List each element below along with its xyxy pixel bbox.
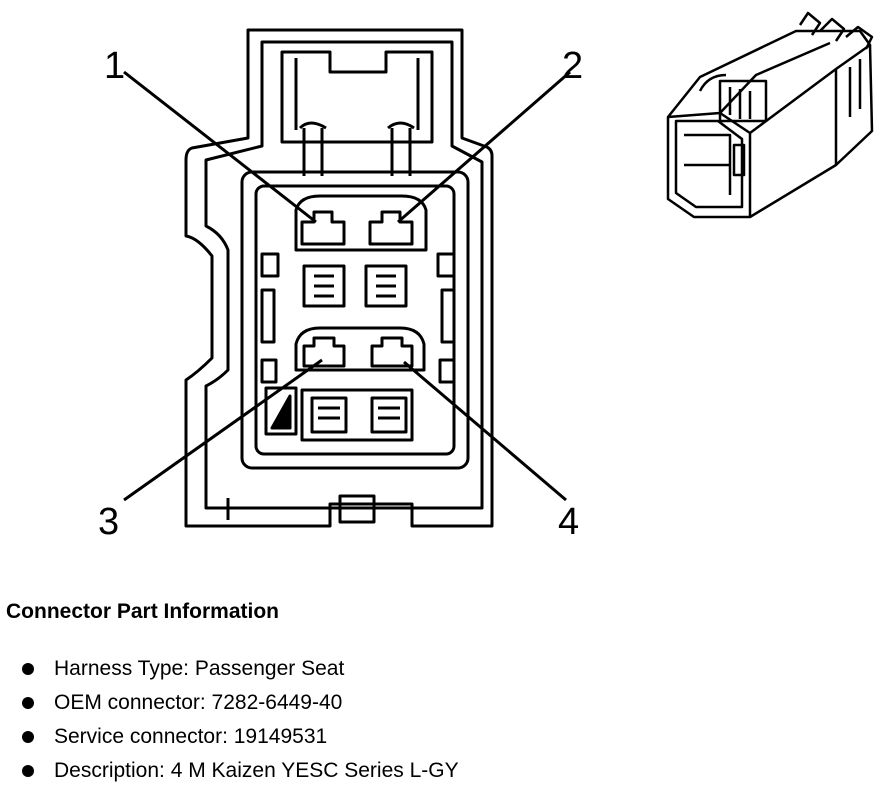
list-item: Description: 4 M Kaizen YESC Series L-GY [22, 754, 459, 788]
leader-line-2 [397, 70, 571, 224]
housing-inner [204, 40, 484, 510]
list-item: OEM connector: 7282-6449-40 [22, 686, 459, 720]
bullet-icon [22, 663, 34, 675]
info-title: Connector Part Information [6, 600, 280, 623]
info-list: Harness Type: Passenger Seat OEM connect… [22, 652, 459, 788]
upper-terminal-right [364, 264, 408, 308]
list-item-text: OEM connector: 7282-6449-40 [54, 691, 343, 714]
pin-label-2: 2 [562, 45, 583, 87]
latch-top [280, 50, 434, 144]
cavity-frame [240, 170, 470, 470]
list-item-text: Description: 4 M Kaizen YESC Series L-GY [54, 759, 459, 782]
bullet-icon [22, 765, 34, 777]
pin-3-cavity [302, 336, 346, 368]
leader-line-1 [123, 70, 317, 224]
list-item-text: Service connector: 19149531 [54, 725, 328, 748]
bullet-icon [22, 731, 34, 743]
upper-terminal-row [294, 194, 428, 252]
pin-label-3: 3 [98, 501, 119, 543]
bullet-icon [22, 697, 34, 709]
leader-line-3 [123, 358, 323, 502]
upper-terminal-left [302, 264, 346, 308]
side-slot [260, 252, 280, 278]
pin-label-4: 4 [558, 501, 579, 543]
lower-terminal-block [300, 388, 414, 442]
pin-4-cavity [370, 336, 414, 368]
connector-face-diagram: 1 2 3 4 [98, 28, 583, 543]
lower-terminal-row [294, 326, 426, 372]
latch-tabs [298, 121, 415, 176]
leader-line-4 [403, 360, 567, 502]
housing-outline [184, 28, 494, 528]
list-item-text: Harness Type: Passenger Seat [54, 657, 345, 680]
connector-isometric-view [666, 11, 874, 219]
list-item: Service connector: 19149531 [22, 720, 459, 754]
list-item: Harness Type: Passenger Seat [22, 652, 459, 686]
pin-label-1: 1 [104, 45, 125, 87]
bottom-tab [338, 494, 376, 524]
